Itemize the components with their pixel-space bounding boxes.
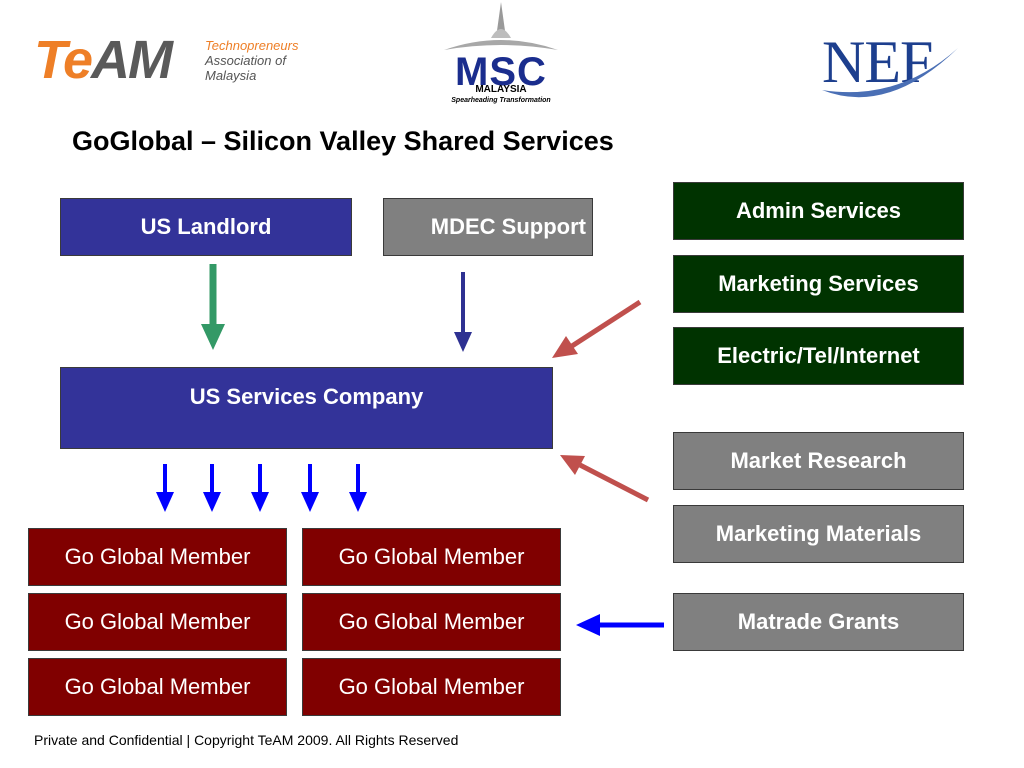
research-to-hub-arrow (560, 455, 650, 503)
msc-logo-country: MALAYSIA (475, 84, 527, 95)
team-logo: TeAM (34, 28, 173, 92)
hub-to-member-arrow (349, 464, 367, 512)
member-box: Go Global Member (28, 593, 287, 651)
member-box: Go Global Member (302, 528, 561, 586)
footer-copyright: Private and Confidential | Copyright TeA… (34, 732, 459, 748)
market-research-box: Market Research (673, 432, 964, 490)
grants-to-members-arrow (576, 614, 664, 636)
team-logo-am: AM (91, 30, 173, 90)
us-services-company-box: US Services Company (60, 367, 553, 449)
team-logo-line3: Malaysia (205, 68, 257, 83)
team-logo-line2: Association of (205, 53, 286, 68)
nef-swoosh-icon (822, 48, 958, 98)
electric-tel-internet-box: Electric/Tel/Internet (673, 327, 964, 385)
mdec-support-box: MDEC Support (383, 198, 593, 256)
hub-to-member-arrow (301, 464, 319, 512)
member-box: Go Global Member (302, 593, 561, 651)
hub-to-member-arrow (251, 464, 269, 512)
member-box: Go Global Member (28, 528, 287, 586)
matrade-grants-box: Matrade Grants (673, 593, 964, 651)
team-logo-subtitle: Technopreneurs Association of Malaysia (205, 38, 298, 83)
admin-services-box: Admin Services (673, 182, 964, 240)
msc-logo-tagline: Spearheading Transformation (451, 97, 551, 104)
landlord-to-hub-arrow (201, 264, 225, 350)
hub-to-member-arrow (203, 464, 221, 512)
marketing-services-box: Marketing Services (673, 255, 964, 313)
page-title: GoGlobal – Silicon Valley Shared Service… (72, 126, 614, 156)
member-box: Go Global Member (28, 658, 287, 716)
us-landlord-box: US Landlord (60, 198, 352, 256)
marketing-materials-box: Marketing Materials (673, 505, 964, 563)
team-logo-line1: Technopreneurs (205, 38, 299, 53)
team-logo-te: Te (34, 30, 93, 90)
services-to-hub-arrow (552, 299, 642, 358)
member-box: Go Global Member (302, 658, 561, 716)
msc-spire-icon (444, 2, 558, 50)
msc-logo-wordmark: MSC (455, 50, 547, 94)
nef-logo: NEF (822, 29, 933, 95)
mdec-to-hub-arrow (454, 272, 472, 352)
hub-to-member-arrow (156, 464, 174, 512)
